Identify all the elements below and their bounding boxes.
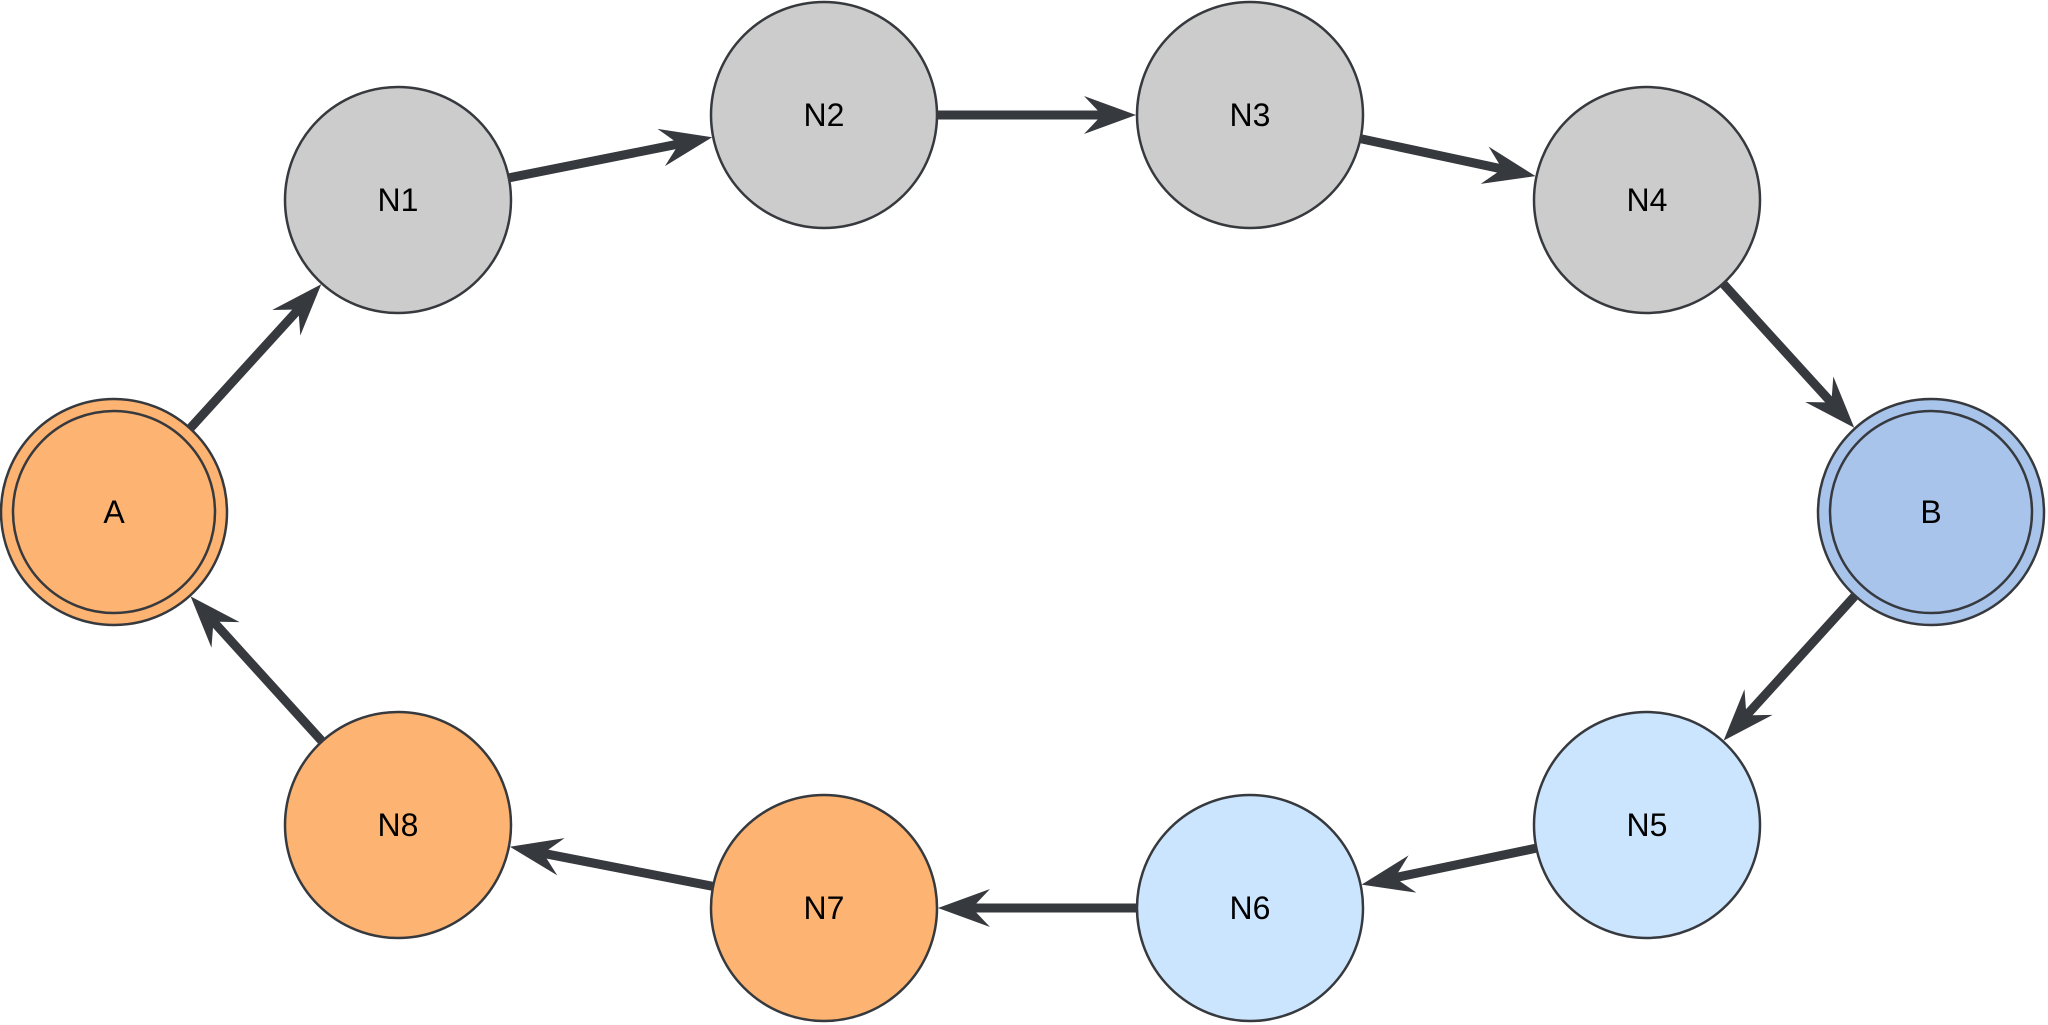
node-label: N2 [804,97,845,133]
edge-N2-to-N3 [938,96,1136,134]
node-circle [283,85,513,315]
edge-line [187,304,304,431]
node-label: N7 [804,890,845,926]
arrowhead [190,596,240,648]
arrowhead [657,128,713,167]
edge-line [1720,281,1837,408]
edge-line [1360,134,1506,174]
node-label: N5 [1627,807,1668,843]
edge-N7-to-N8 [509,838,713,891]
edge-N5-to-N6 [1361,843,1537,893]
node-n6[interactable]: N6 [1135,793,1365,1023]
arrowhead [272,284,322,336]
node-n5[interactable]: N5 [1532,710,1762,940]
edge-line [508,139,682,183]
node-inner-ring [1828,409,2034,615]
node-circle [709,0,939,230]
edge-line [540,848,713,891]
node-n4[interactable]: N4 [1532,85,1762,315]
edge-N4-to-B [1720,281,1855,428]
arrowhead [509,838,565,876]
node-n8[interactable]: N8 [283,710,513,940]
edge-A-to-N1 [187,284,322,431]
node-label: N3 [1230,97,1271,133]
edge-line [1391,843,1537,883]
node-label: B [1920,494,1941,530]
node-b[interactable]: B [1816,397,2046,627]
node-circle [283,710,513,940]
arrowhead [1084,96,1136,134]
node-circle [1816,397,2046,627]
edge-N8-to-A [190,596,325,744]
node-n7[interactable]: N7 [709,793,939,1023]
node-n2[interactable]: N2 [709,0,939,230]
arrowhead [1480,146,1536,184]
node-label: N8 [378,807,419,843]
node-label: N1 [378,182,419,218]
edge-B-to-N5 [1723,593,1858,741]
node-circle [1135,793,1365,1023]
edges-layer [187,96,1858,927]
node-label: N4 [1627,182,1668,218]
node-label: A [103,494,125,530]
arrowhead [1805,376,1855,428]
edge-line [1741,593,1858,720]
node-label: N6 [1230,890,1271,926]
node-n1[interactable]: N1 [283,85,513,315]
arrowhead [1723,689,1773,741]
edge-N3-to-N4 [1360,134,1536,184]
node-circle [1532,85,1762,315]
node-inner-ring [11,409,217,615]
edge-line [208,617,325,744]
edge-N6-to-N7 [938,889,1136,927]
node-circle [1532,710,1762,940]
node-n3[interactable]: N3 [1135,0,1365,230]
node-circle [0,397,229,627]
edge-N1-to-N2 [508,128,713,183]
node-circle [709,793,939,1023]
node-a[interactable]: A [0,397,229,627]
arrowhead [938,889,990,927]
arrowhead [1361,855,1417,893]
node-circle [1135,0,1365,230]
